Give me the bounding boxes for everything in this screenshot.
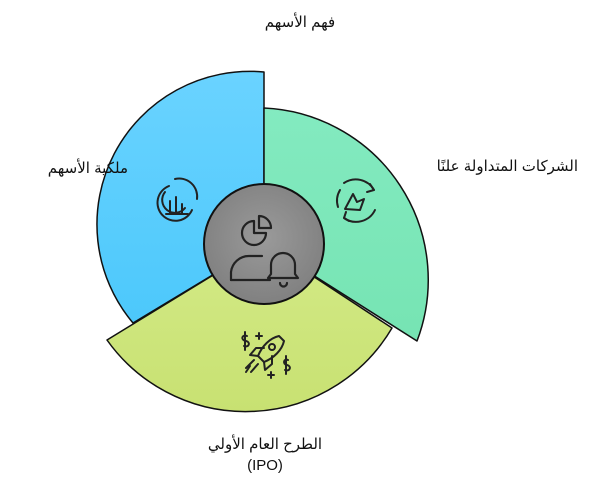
label-stock-ownership: ملكية الأسهم [47,160,128,177]
label-ipo-line2: (IPO) [247,457,283,474]
label-ipo-line1: الطرح العام الأولي [207,436,323,453]
rocket-launch-icon [241,331,291,379]
label-ipo: الطرح العام الأولي (IPO) [180,434,350,476]
diagram-title: فهم الأسهم [264,14,336,31]
segment-ipo [106,243,393,413]
segment-public-companies [263,107,429,342]
investor-alert-icon [229,214,300,288]
center-hub [203,183,325,305]
pie-chart-growth-icon [156,177,199,222]
cycle-chart-icon [336,178,376,223]
label-public-companies: الشركات المتداولة علنًا [436,158,578,175]
